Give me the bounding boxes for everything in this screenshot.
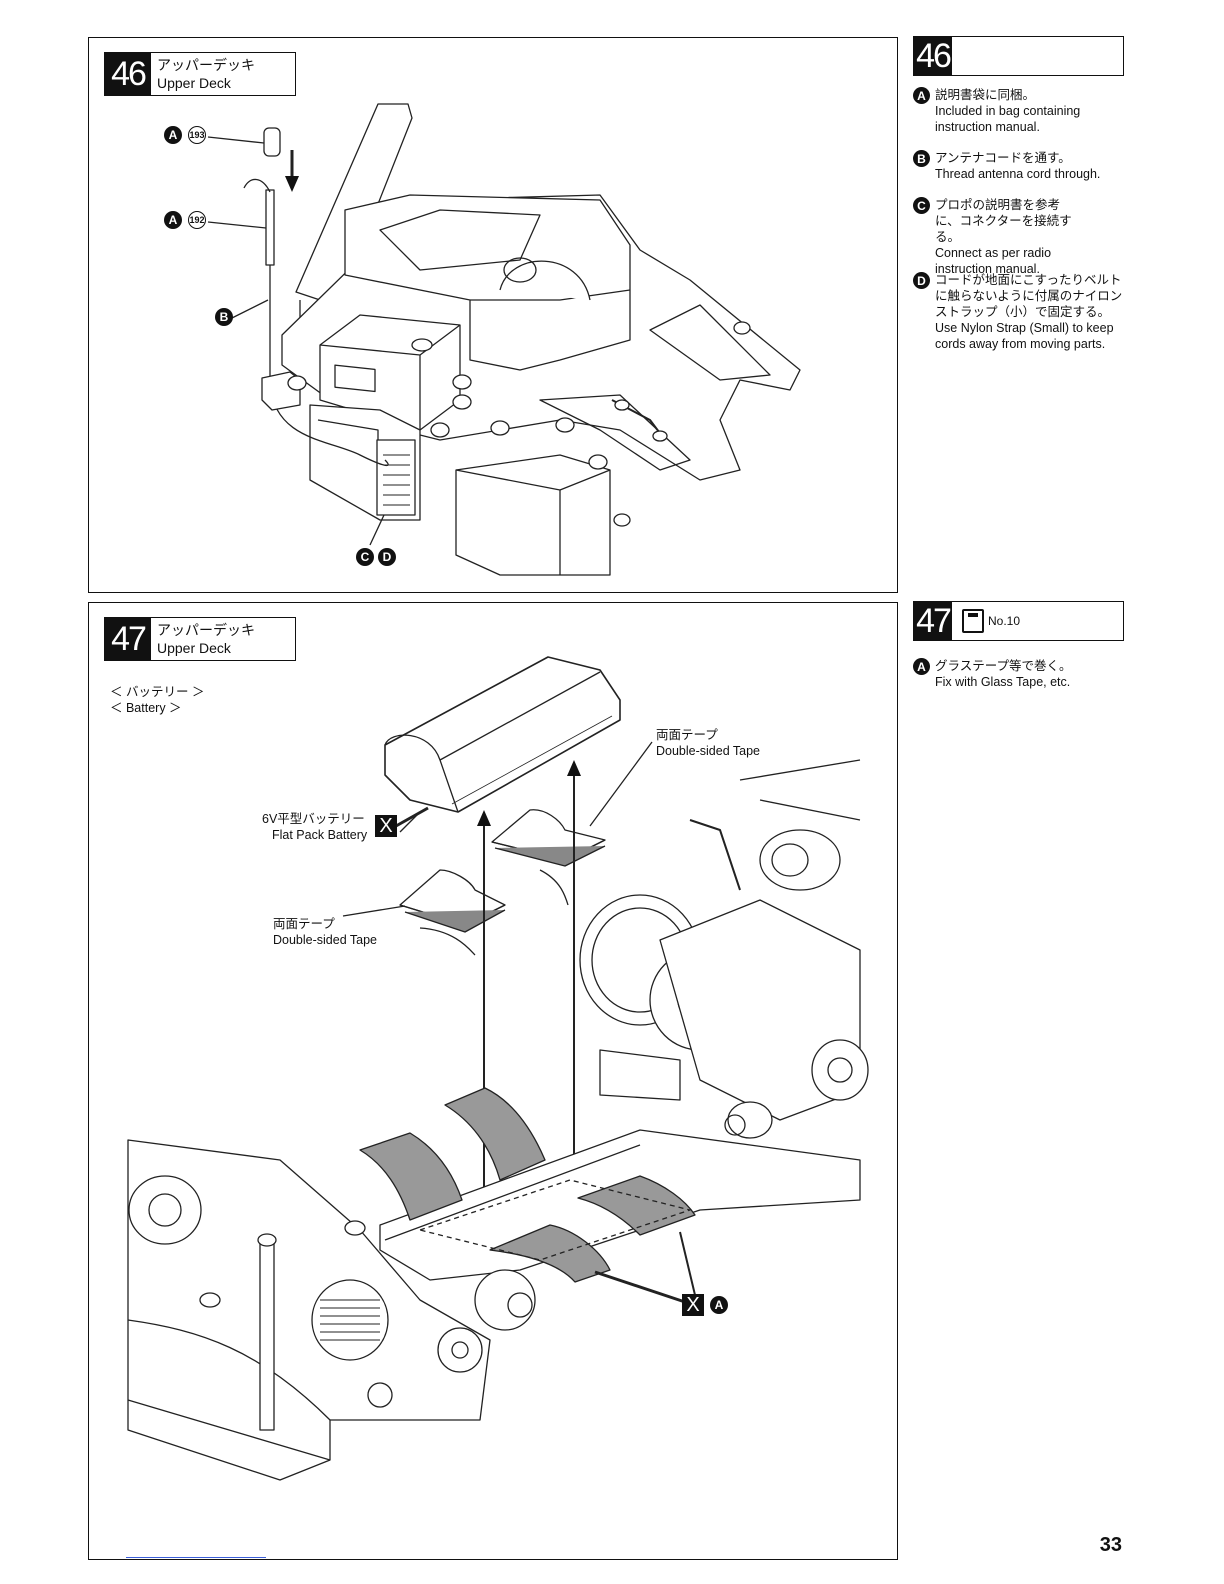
step47-section-jp: ＜ バッテリー ＞ <box>110 685 205 699</box>
step47-tape-left-en: Double-sided Tape <box>273 933 378 947</box>
step47-callout-a: A <box>710 1296 728 1314</box>
step47-battery-x-mark: X <box>375 815 397 837</box>
note-badge: A <box>913 87 930 104</box>
note-jp: アンテナコードを通す。 <box>935 151 1071 165</box>
step46-note-a: A 説明書袋に同梱。 Included in bag containing ins… <box>913 87 1128 135</box>
step46-title-jp: アッパーデッキ <box>157 57 255 73</box>
step46-side-header: 46 <box>913 36 1124 76</box>
step47-tape-top-en: Double-sided Tape <box>656 744 761 758</box>
step47-bag-number: No.10 <box>988 614 1021 628</box>
step47-tape-top-jp: 両面テープ <box>656 728 718 742</box>
step47-side-header: 47 No.10 <box>913 601 1124 641</box>
step46-callout-d: D <box>378 548 396 566</box>
note-badge: C <box>913 197 930 214</box>
bag-icon <box>962 609 984 633</box>
step46-note-d: D コードが地面にこすったりベルトに触らないように付属のナイロンストラップ（小）… <box>913 272 1125 352</box>
step47-header: 47 アッパーデッキ Upper Deck <box>104 617 296 661</box>
step46-callout-a-192: A <box>164 211 182 229</box>
note-jp: コードが地面にこすったりベルトに触らないように付属のナイロンストラップ（小）で固… <box>935 273 1123 319</box>
step47-title-jp: アッパーデッキ <box>157 622 255 638</box>
note-en: Included in bag containing instruction m… <box>935 104 1081 134</box>
note-jp: プロポの説明書を参考に、コネクターを接続する。 <box>935 198 1072 244</box>
note-en: Use Nylon Strap (Small) to keep cords aw… <box>935 321 1114 351</box>
step47-panel <box>88 602 898 1560</box>
step47-battery-en: Flat Pack Battery <box>272 828 368 842</box>
step46-header: 46 アッパーデッキ Upper Deck <box>104 52 296 96</box>
step47-tape-x-mark: X <box>682 1294 704 1316</box>
step46-title-en: Upper Deck <box>157 75 231 91</box>
note-badge: A <box>913 658 930 675</box>
step47-number: 47 <box>105 618 151 660</box>
footer-line <box>126 1557 266 1558</box>
note-badge: D <box>913 272 930 289</box>
step46-panel <box>88 37 898 593</box>
step46-side-number: 46 <box>914 37 952 75</box>
step47-tape-left-jp: 両面テープ <box>273 917 335 931</box>
step47-note-a: A グラステープ等で巻く。 Fix with Glass Tape, etc. <box>913 658 1128 690</box>
step46-part-192: 192 <box>188 211 206 229</box>
step46-callout-c: C <box>356 548 374 566</box>
step46-callout-b: B <box>215 308 233 326</box>
step46-callout-a-193: A <box>164 126 182 144</box>
step46-number: 46 <box>105 53 151 95</box>
note-en: Thread antenna cord through. <box>935 167 1101 181</box>
note-en: Connect as per radio instruction manual. <box>935 246 1052 276</box>
step47-battery-jp: 6V平型バッテリー <box>262 812 365 826</box>
step46-part-193: 193 <box>188 126 206 144</box>
step46-note-c: C プロポの説明書を参考に、コネクターを接続する。Connect as per … <box>913 197 1083 277</box>
page-number: 33 <box>1099 1534 1122 1556</box>
step47-section-en: ＜ Battery ＞ <box>110 701 182 715</box>
note-jp: 説明書袋に同梱。 <box>935 88 1036 102</box>
note-en: Fix with Glass Tape, etc. <box>935 675 1071 689</box>
step47-side-number: 47 <box>914 602 952 640</box>
note-badge: B <box>913 150 930 167</box>
note-jp: グラステープ等で巻く。 <box>935 659 1072 673</box>
step46-note-b: B アンテナコードを通す。 Thread antenna cord through… <box>913 150 1128 182</box>
step47-title-en: Upper Deck <box>157 640 231 656</box>
